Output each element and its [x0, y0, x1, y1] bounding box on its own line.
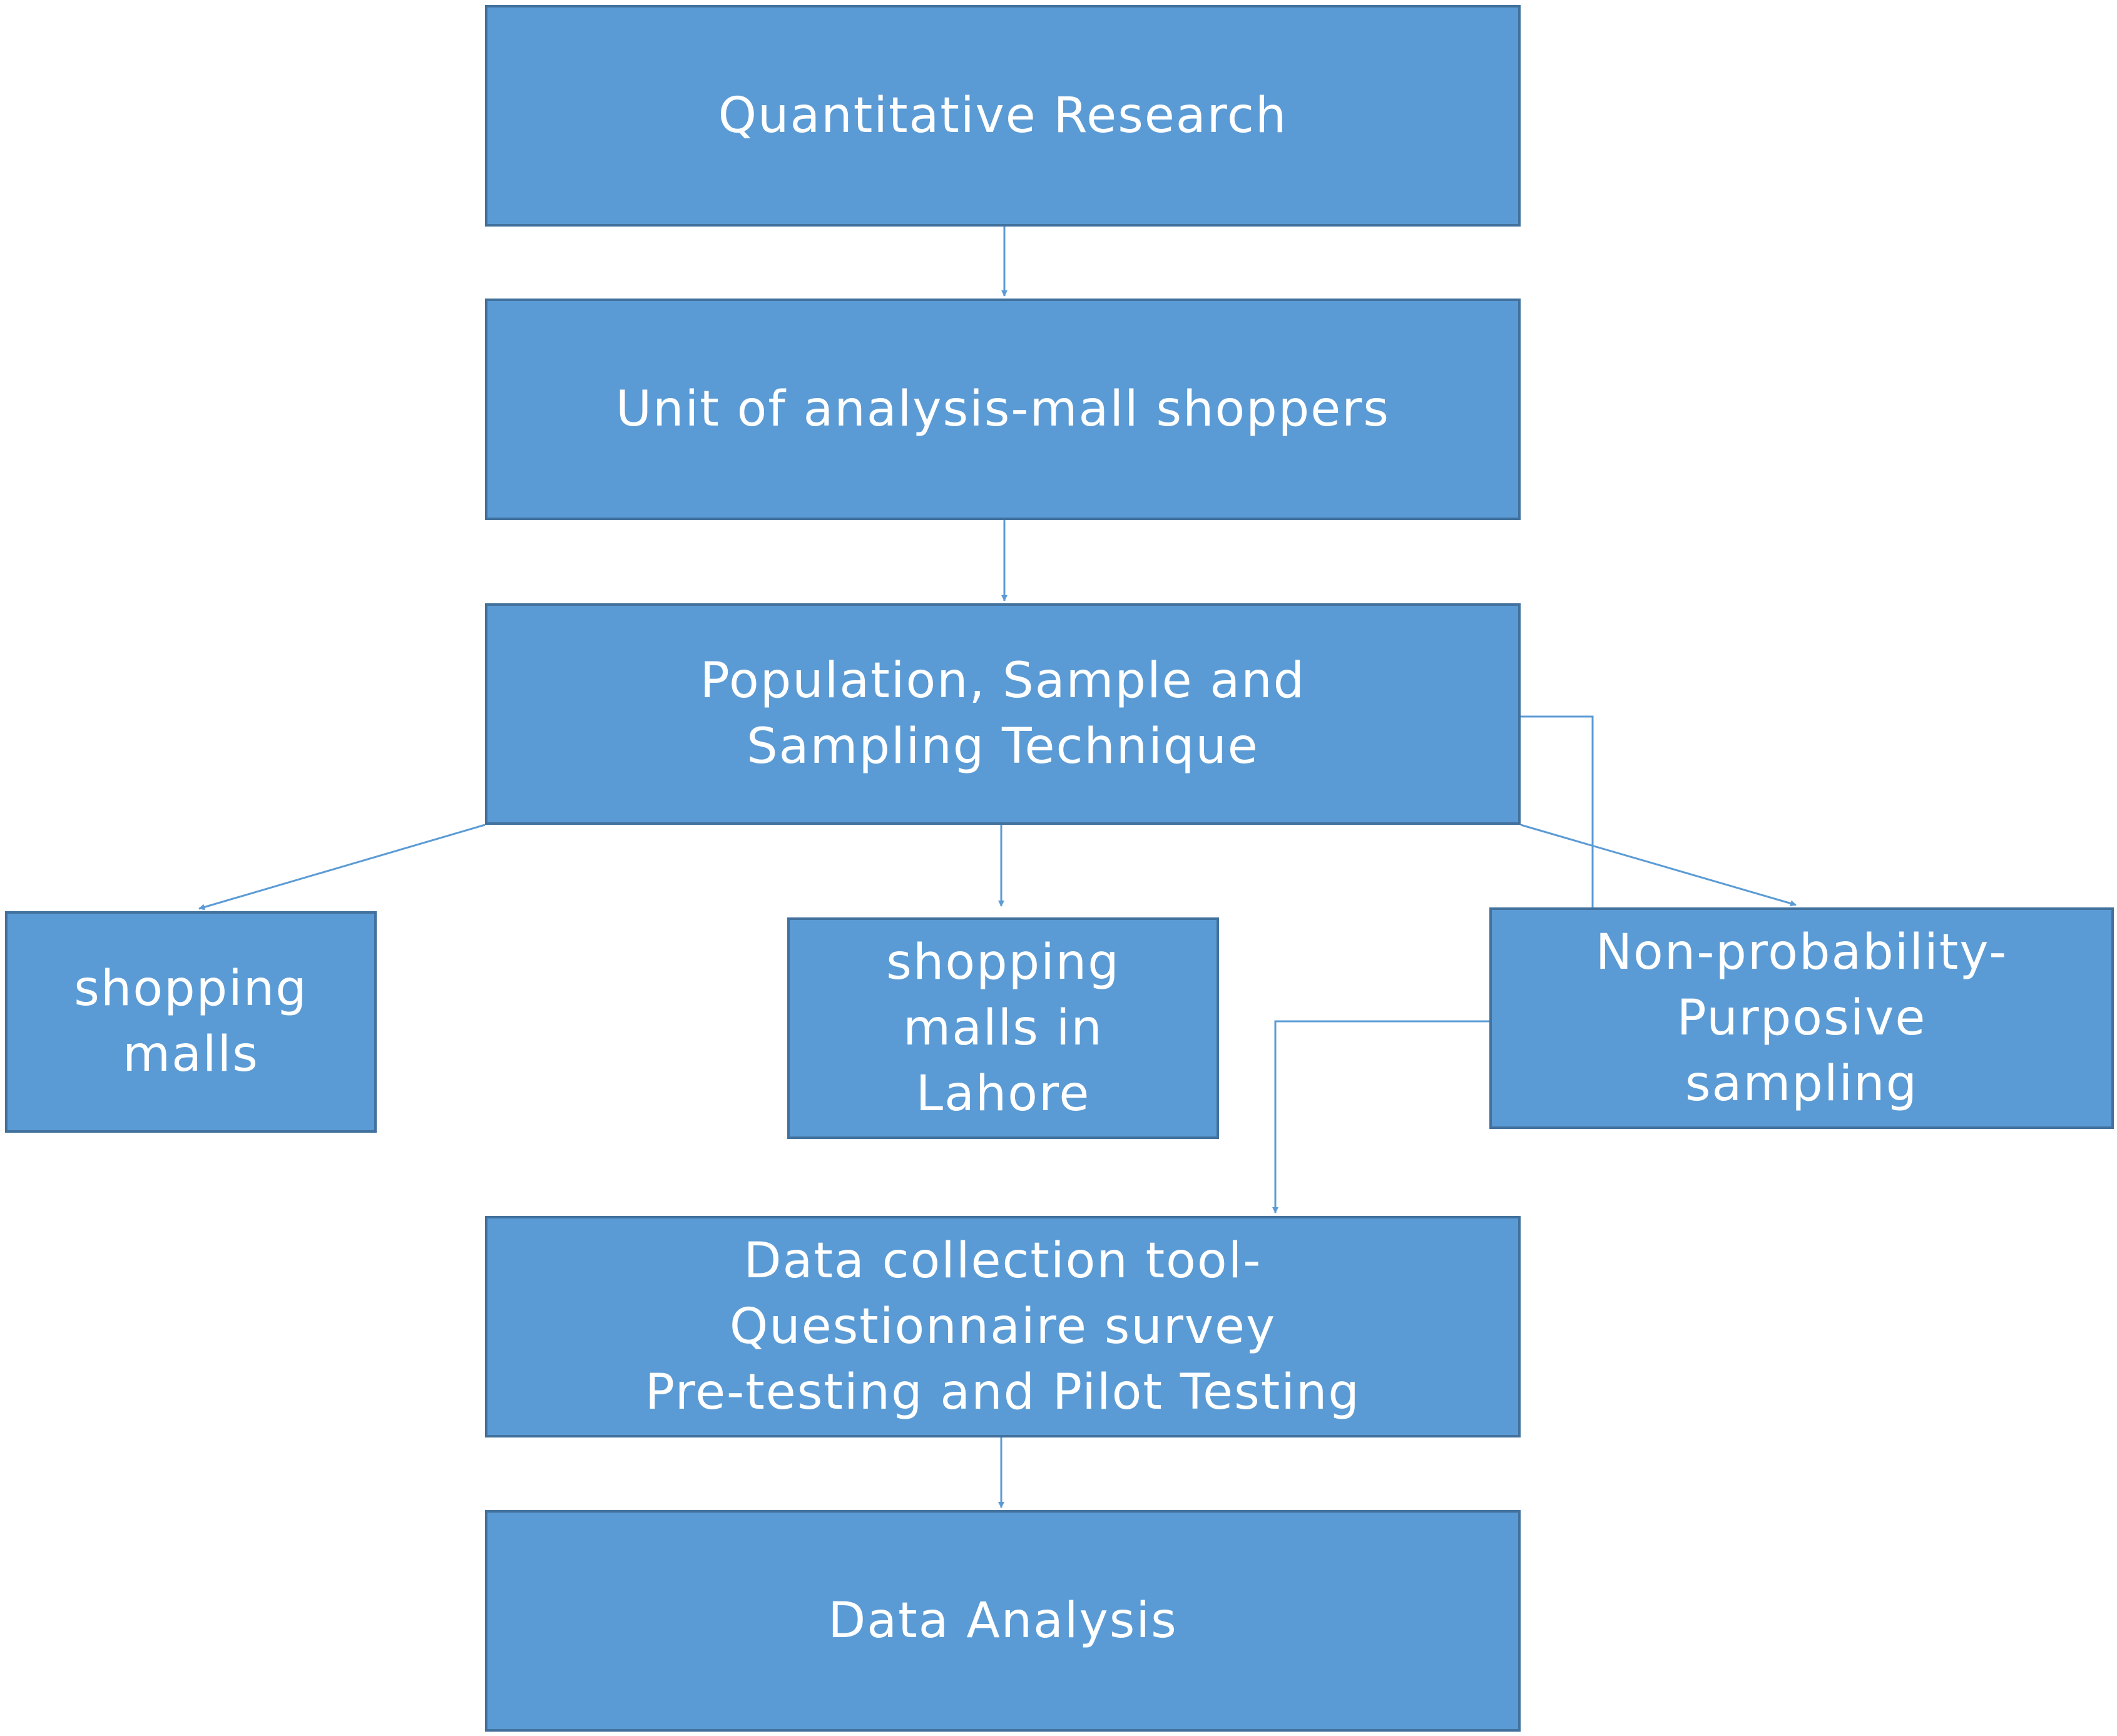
- node-label: Data Analysis: [828, 1592, 1178, 1649]
- node-population-sample: Population, Sample and Sampling Techniqu…: [485, 603, 1521, 825]
- node-label: Population, Sample and Sampling Techniqu…: [700, 653, 1306, 775]
- node-shopping-malls-lahore: shopping malls in Lahore: [787, 917, 1219, 1139]
- edge-nonprob-to-data: [1272, 1020, 1489, 1213]
- node-data-collection: Data collection tool- Questionnaire surv…: [485, 1216, 1521, 1437]
- node-label: shopping malls: [74, 961, 308, 1083]
- node-unit-of-analysis: Unit of analysis-mall shoppers: [485, 299, 1521, 520]
- node-label: Data collection tool- Questionnaire surv…: [645, 1232, 1360, 1421]
- node-label: shopping malls in Lahore: [886, 934, 1120, 1122]
- edge-pop-to-malls: [198, 824, 486, 911]
- node-shopping-malls: shopping malls: [5, 911, 377, 1133]
- node-label: Non-probability- Purposive sampling: [1595, 924, 2008, 1112]
- node-non-probability: Non-probability- Purposive sampling: [1489, 907, 2114, 1129]
- node-label: Quantitative Research: [718, 87, 1288, 144]
- edge-pop-to-nonprob-elbow: [1521, 715, 1594, 907]
- node-data-analysis: Data Analysis: [485, 1510, 1521, 1732]
- node-label: Unit of analysis-mall shoppers: [616, 380, 1390, 437]
- node-quantitative-research: Quantitative Research: [485, 5, 1521, 227]
- edge-group: [198, 227, 1797, 1508]
- edge-pop-to-nonprob: [1520, 824, 1797, 907]
